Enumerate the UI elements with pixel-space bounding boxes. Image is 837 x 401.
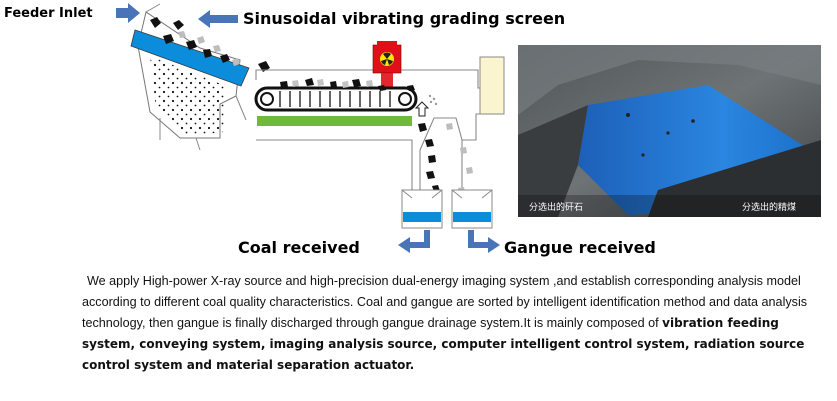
gangue-bin <box>451 189 493 229</box>
gangue-on-belt <box>292 79 373 88</box>
belt-cleats <box>279 91 391 107</box>
gangue-bin-level <box>453 212 491 222</box>
coal-lumps-screen <box>150 17 270 72</box>
coal-bin <box>401 189 443 229</box>
gangue-received-label: Gangue received <box>504 238 656 257</box>
belt-rollers <box>260 92 412 106</box>
xray-source-cap <box>377 41 397 46</box>
control-cabinet <box>479 56 505 115</box>
description-paragraph: We apply High-power X-ray source and hig… <box>82 271 817 376</box>
coal-received-label: Coal received <box>238 238 360 257</box>
separation-actuator <box>414 101 430 117</box>
feeder-inlet-label: Feeder Inlet <box>4 6 93 21</box>
photo-caption-left: 分选出的矸石 <box>529 203 584 213</box>
conveyor-belt <box>254 86 418 112</box>
coal-bin-level <box>403 212 441 222</box>
screen-frame <box>145 3 247 151</box>
separation-photo <box>518 45 821 217</box>
photo-caption-right: 分选出的精煤 <box>742 203 797 213</box>
hopper-fines <box>150 56 226 136</box>
description-sentence-1: We apply High-power X-ray source and hig… <box>82 274 801 309</box>
feeder-inlet-arrow <box>116 3 140 23</box>
title-pointer-arrow <box>198 10 238 28</box>
description-composed-prefix: It is mainly composed of <box>523 316 663 330</box>
coal-on-belt <box>280 78 415 91</box>
description-components: vibration feeding system, conveying syst… <box>82 316 805 372</box>
radiation-icon-mark <box>381 52 393 65</box>
gangue-output-arrow <box>468 230 500 253</box>
gangue-lumps-screen <box>178 31 240 66</box>
description-sentence-2: Coal and gangue are sorted by intelligen… <box>82 295 808 330</box>
coal-output-arrow <box>398 230 430 253</box>
photo-scene <box>518 45 821 217</box>
air-jet <box>428 94 438 106</box>
process-diagram <box>116 3 505 253</box>
screen-title: Sinusoidal vibrating grading screen <box>243 9 566 28</box>
conveyor-support-plate <box>257 116 412 126</box>
